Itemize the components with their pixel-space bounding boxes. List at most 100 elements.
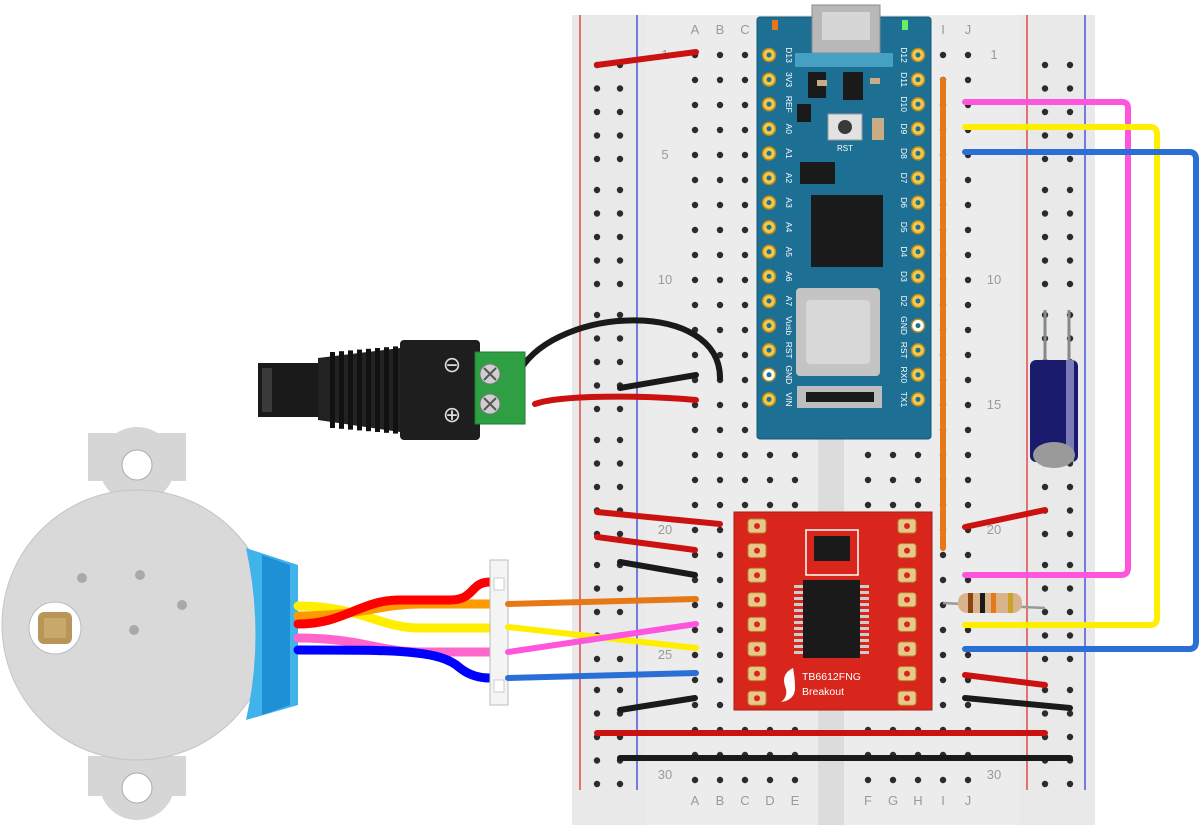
breadboard-hole <box>716 401 724 409</box>
col-label-c: C <box>740 22 749 37</box>
arduino-pin-left-hole <box>766 200 772 206</box>
column-labels-bottom: A B C D E F G H I J <box>691 793 972 808</box>
breadboard-hole <box>791 476 799 484</box>
stepper-wire <box>293 645 495 683</box>
driver-pin-hole <box>754 621 760 628</box>
breadboard-hole <box>691 551 699 559</box>
rail-hole <box>1066 608 1074 616</box>
ic-lead-right <box>860 651 869 654</box>
row-number-30-left: 30 <box>658 767 672 782</box>
arduino-pin-left-hole <box>766 273 772 279</box>
driver-pin-hole <box>904 523 910 529</box>
breadboard-hole <box>766 776 774 784</box>
breadboard-hole <box>691 526 699 534</box>
tb6612fng-driver: TB6612FNG Breakout <box>733 511 933 711</box>
breadboard-hole <box>766 476 774 484</box>
rail-hole <box>1041 780 1049 788</box>
driver-pin-hole <box>904 547 910 554</box>
motor-screw-4 <box>129 625 139 635</box>
row-numbers: 1 1 5 10 10 15 20 20 25 30 30 <box>658 47 1001 782</box>
arduino-pin-right-hole <box>915 175 921 181</box>
rail-hole <box>593 686 601 694</box>
arduino-pin-left-hole <box>766 249 772 255</box>
breadboard-hole <box>914 501 922 509</box>
row-number-5-left: 5 <box>661 147 668 162</box>
jack-body <box>400 340 480 440</box>
arduino-pin-left-hole <box>766 396 772 402</box>
breadboard-hole <box>716 451 724 459</box>
driver-pin-hole <box>904 670 910 677</box>
driver-pin-hole <box>904 695 910 702</box>
motor-shaft-flat <box>44 618 66 638</box>
rail-hole <box>1066 85 1074 92</box>
rail-hole <box>593 257 601 264</box>
rail-hole <box>1066 233 1074 241</box>
rail-hole <box>1066 710 1074 717</box>
resistor <box>942 593 1046 613</box>
rail-hole <box>593 85 601 92</box>
breadboard-hole <box>716 51 724 59</box>
usb-connector-inner <box>822 12 870 40</box>
rail-hole <box>616 311 624 319</box>
mount-hole-bottom <box>121 772 153 804</box>
motor-screw-1 <box>77 573 87 583</box>
rail-hole <box>616 780 624 788</box>
arduino-pin-label-left: Vusb <box>784 316 794 335</box>
row-number-20-right: 20 <box>987 522 1001 537</box>
rail-hole <box>616 233 624 241</box>
breadboard-hole <box>766 451 774 459</box>
arduino-pin-left-hole <box>766 175 772 181</box>
breadboard-hole <box>741 776 749 784</box>
ic-lead-right <box>860 627 869 630</box>
rail-hole <box>1041 108 1049 116</box>
flame-logo <box>781 668 795 702</box>
ic-lead-left <box>794 603 803 606</box>
breadboard-hole <box>691 451 699 459</box>
wire-black-driver-3 <box>617 559 698 578</box>
electrolytic-capacitor <box>1030 310 1078 468</box>
col-label-g-bottom: G <box>888 793 898 808</box>
breadboard-hole <box>741 76 749 84</box>
jack-rib <box>357 349 362 431</box>
ic-lead-right <box>860 603 869 606</box>
reset-label: RST <box>837 144 853 153</box>
breadboard-hole <box>964 76 972 84</box>
rail-hole <box>616 686 624 694</box>
arduino-pin-left-hole <box>766 372 772 378</box>
breadboard-hole <box>741 176 749 184</box>
breadboard-hole <box>964 576 972 584</box>
arduino-pin-right-hole <box>915 323 921 329</box>
arduino-pin-label-right: D3 <box>899 271 909 282</box>
crystal <box>872 118 884 140</box>
arduino-pin-label-left: A5 <box>784 247 794 258</box>
screw-bottom-slot <box>483 397 497 411</box>
reset-button-cap[interactable] <box>838 120 852 134</box>
arduino-pin-label-left: RST <box>784 342 794 359</box>
rail-hole <box>1041 85 1049 92</box>
rail-hole <box>593 608 601 616</box>
ic-lead-right <box>860 633 869 636</box>
breadboard-hole <box>716 326 724 334</box>
ic-lead-right <box>860 639 869 642</box>
breadboard-hole <box>939 51 947 59</box>
rail-hole <box>593 780 601 788</box>
arduino-pin-right-hole <box>915 224 921 230</box>
col-label-f-bottom: F <box>864 793 872 808</box>
breadboard-hole <box>889 501 897 509</box>
breadboard-hole <box>691 576 699 584</box>
rail-hole <box>616 530 624 538</box>
rail-hole <box>593 561 601 569</box>
rail-hole <box>1066 108 1074 116</box>
breadboard-hole <box>939 701 947 709</box>
breadboard-hole <box>889 476 897 484</box>
rail-hole <box>1041 632 1049 639</box>
arduino-pin-label-right: RST <box>899 342 909 359</box>
breadboard-hole <box>889 451 897 459</box>
driver-silkscreen-box <box>805 529 859 576</box>
breadboard-hole <box>691 251 699 259</box>
row-number-1-right: 1 <box>990 47 997 62</box>
breadboard-hole <box>716 601 724 609</box>
breadboard-hole <box>741 351 749 359</box>
